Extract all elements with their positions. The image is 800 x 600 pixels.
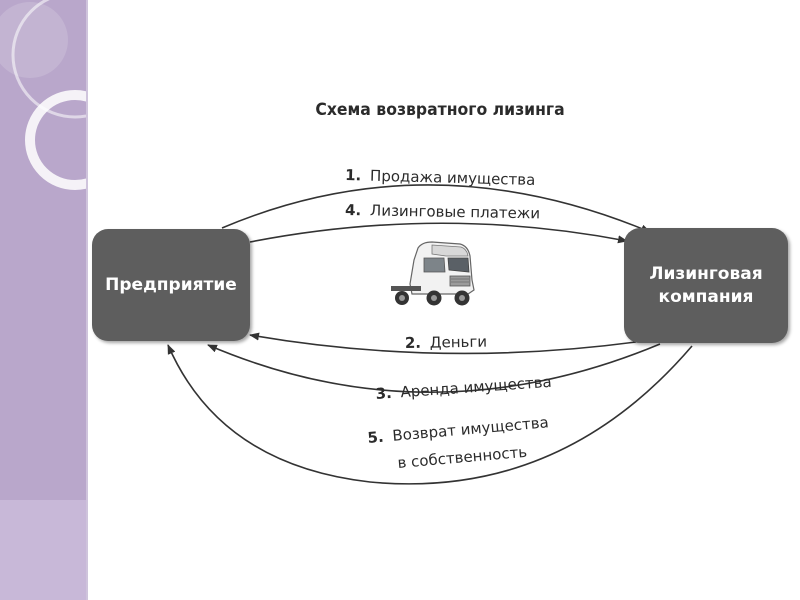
diagram-title: Схема возвратного лизинга <box>315 100 565 120</box>
flow-label-5-continued: в собственность <box>397 443 528 472</box>
truck-icon <box>391 241 475 306</box>
node-leasing-company-line1: Лизинговая <box>649 264 763 285</box>
decorative-side-band <box>0 0 88 600</box>
arrow-return-of-property <box>167 344 693 485</box>
arrow-money <box>249 332 637 355</box>
decorative-circles <box>0 0 86 190</box>
flow-label-2: 2. Деньги <box>405 333 487 352</box>
flow-label-4: 4. Лизинговые платежи <box>345 201 540 222</box>
node-leasing-company-line2: компания <box>658 286 754 307</box>
flow-label-3: 3. Аренда имущества <box>375 373 552 403</box>
node-enterprise-label: Предприятие <box>105 274 237 295</box>
arrow-sale-of-property <box>221 184 651 233</box>
arrow-property-lease <box>207 343 661 394</box>
flow-label-5: 5. Возврат имущества <box>367 413 550 447</box>
flow-label-1: 1. Продажа имущества <box>345 166 536 189</box>
node-leasing-company: Лизинговая компания <box>624 228 788 343</box>
arrow-leasing-payments <box>249 222 628 244</box>
decorative-band-lower <box>0 500 86 600</box>
node-enterprise: Предприятие <box>92 229 250 341</box>
